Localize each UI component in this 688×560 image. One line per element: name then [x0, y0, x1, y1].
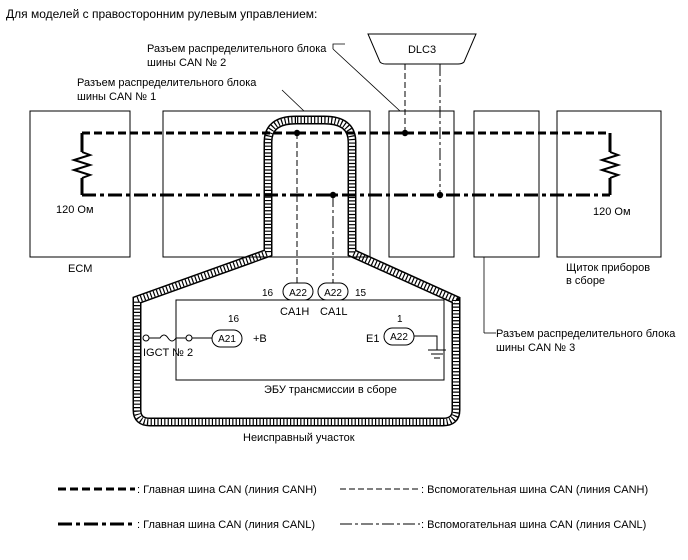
- junction-connector-1-box: [162, 110, 371, 258]
- connector-a22-ca1l-label: A22: [324, 288, 342, 299]
- ca1h-terminal-label: CA1H: [280, 306, 309, 318]
- ca1l-terminal-label: CA1L: [320, 306, 348, 318]
- connector-a22-ca1h: [282, 282, 314, 301]
- main-canh-line: [80, 131, 612, 152]
- igct-fuse-label: IGCT № 2: [143, 347, 193, 359]
- dlc3-canh-junction: [401, 129, 409, 137]
- connector-a21-label: A21: [218, 334, 236, 345]
- plus-b-terminal-label: +B: [253, 333, 267, 345]
- ecm-label: ECM: [68, 263, 92, 275]
- meter-terminator-resistor: [598, 151, 622, 179]
- junction3-label-line2: шины CAN № 3: [496, 342, 575, 354]
- junction2-label-line2: шины CAN № 2: [147, 57, 226, 69]
- ecu-canh-junction: [293, 129, 301, 137]
- connector-a22-ca1l: [317, 282, 349, 301]
- ecm-resistor-value: 120 Ом: [56, 204, 94, 216]
- junction1-leader: [281, 89, 305, 112]
- meter-resistor-value: 120 Ом: [593, 206, 631, 218]
- ecm-box: [29, 110, 131, 258]
- ground-icon: [428, 349, 446, 359]
- igct-terminal-left: [142, 334, 150, 342]
- transmission-ecu-label: ЭБУ трансмиссии в сборе: [264, 384, 397, 396]
- e1-terminal-label: E1: [366, 333, 379, 345]
- connector-a22-ca1h-label: A22: [289, 288, 307, 299]
- combination-meter-box: [556, 110, 662, 258]
- legend: : Главная шина CAN (линия CANH) : Вспомо…: [58, 484, 648, 531]
- dlc3-connector: [367, 33, 477, 65]
- junction-connector-3-box: [473, 110, 540, 258]
- meter-label-line1: Щиток приборов: [566, 262, 650, 274]
- connector-a21: [211, 329, 243, 348]
- ecm-terminator-resistor: [70, 151, 94, 179]
- fuse-icon: [149, 334, 186, 342]
- junction1-label-line2: шины CAN № 1: [77, 91, 156, 103]
- faulty-section-label: Неисправный участок: [243, 432, 355, 444]
- page-title: Для моделей с правосторонним рулевым упр…: [6, 7, 317, 21]
- pin-16-plus-b: 16: [228, 314, 240, 325]
- meter-label-line2: в сборе: [566, 275, 605, 287]
- main-canl-line: [80, 178, 612, 197]
- dlc3-canl-junction: [436, 191, 444, 199]
- junction3-label-line1: Разъем распределительного блока: [496, 328, 676, 340]
- junction1-label-line1: Разъем распределительного блока: [77, 77, 257, 89]
- dlc3-label: DLC3: [408, 44, 436, 56]
- junction2-label-line1: Разъем распределительного блока: [147, 43, 327, 55]
- junction2-leader: [332, 43, 345, 49]
- connector-a22-e1-label: A22: [390, 332, 408, 343]
- pin-15-ca1l: 15: [355, 288, 367, 299]
- transmission-ecu-box: [175, 299, 445, 381]
- legend-sub-canh-label: : Вспомогательная шина CAN (линия CANH): [421, 484, 648, 496]
- igct-terminal-right: [185, 334, 193, 342]
- ecu-canl-junction: [329, 191, 337, 199]
- pin-16-ca1h: 16: [262, 288, 274, 299]
- legend-sub-canl-label: : Вспомогательная шина CAN (линия CANL): [421, 519, 646, 531]
- pin-1-e1: 1: [397, 314, 403, 325]
- junction-connector-2-box: [388, 110, 455, 258]
- legend-main-canh-label: : Главная шина CAN (линия CANH): [137, 484, 317, 496]
- legend-main-canl-label: : Главная шина CAN (линия CANL): [137, 519, 315, 531]
